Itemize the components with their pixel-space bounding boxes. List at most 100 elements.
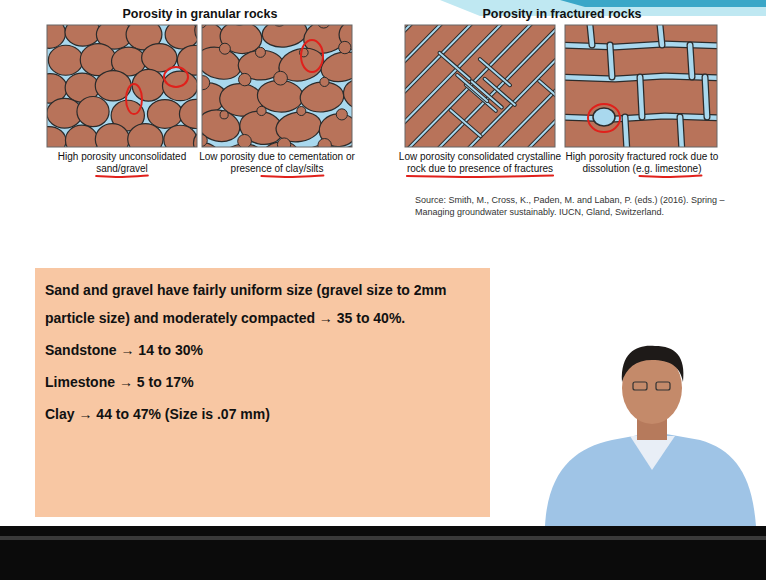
note-box: Sand and gravel have fairly uniform size…	[35, 268, 490, 517]
sand-grain	[65, 25, 101, 46]
rock-panel	[405, 25, 555, 147]
fracture	[465, 25, 555, 147]
panel-frame	[202, 25, 352, 147]
fracture-edge	[485, 79, 515, 105]
fracture-edge	[625, 117, 627, 147]
presenter-glasses	[656, 382, 670, 390]
grain	[257, 137, 302, 147]
header-stripe	[560, 0, 766, 7]
fracture-edge	[451, 110, 481, 136]
presenter-shirt	[545, 432, 756, 526]
fracture	[660, 25, 662, 45]
clay-particle	[336, 109, 347, 120]
panel-heading: Porosity in fractured rocks	[412, 7, 712, 21]
sand-grain	[77, 96, 109, 126]
grain	[202, 106, 243, 145]
fracture	[525, 25, 555, 147]
dissolution-cavity	[593, 108, 615, 126]
pen-circle	[301, 40, 323, 72]
fracture-edge	[660, 25, 662, 45]
pen-circle	[164, 67, 188, 87]
grain	[341, 76, 352, 114]
panel-frame	[47, 25, 197, 147]
fracture	[451, 110, 481, 136]
fracture	[705, 77, 707, 117]
source-note: Source: Smith, M., Cross, K., Paden, M. …	[415, 194, 745, 218]
note-line: Sand and gravel have fairly uniform size…	[45, 276, 480, 332]
sand-grain	[65, 125, 97, 147]
bottom-band	[0, 526, 766, 580]
sand-grain	[95, 124, 129, 147]
pen-underline	[639, 176, 701, 177]
fracture	[539, 81, 555, 107]
figure-caption: High porosity unconsolidated sand/gravel	[37, 151, 207, 175]
fracture-edge	[565, 44, 717, 47]
sand-grain	[147, 100, 182, 129]
grain	[335, 142, 352, 147]
note-line: Sandstone → 14 to 30%	[45, 336, 480, 364]
fracture	[485, 79, 515, 105]
fracture-edge	[480, 59, 510, 85]
note-line: Limestone → 5 to 17%	[45, 368, 480, 396]
panel-frame	[405, 25, 555, 147]
clay-particle	[274, 71, 288, 85]
fracture	[457, 75, 487, 101]
fracture-edge	[539, 81, 555, 107]
fracture	[680, 117, 682, 147]
figure-caption: High porosity fractured rock due to diss…	[556, 151, 728, 175]
sand-grain	[47, 127, 66, 147]
clay-particle	[339, 41, 351, 53]
clay-particle	[202, 135, 207, 147]
fracture-edge	[435, 25, 555, 147]
pen-underline	[261, 176, 323, 177]
clay-particle	[318, 139, 332, 147]
clay-particle	[220, 111, 228, 119]
clay-particle	[277, 138, 290, 147]
fracture	[590, 25, 592, 45]
fracture-edge	[640, 77, 642, 117]
fracture-edge	[610, 45, 612, 77]
presenter-hair	[622, 346, 684, 382]
fracture	[480, 59, 510, 85]
fracture	[435, 25, 555, 147]
clay-particle	[320, 77, 329, 86]
fracture	[565, 44, 717, 47]
fracture	[610, 45, 612, 77]
fracture	[640, 77, 642, 117]
fracture-edge	[590, 25, 592, 45]
presenter-collar	[630, 436, 675, 470]
pen-circle	[126, 84, 142, 114]
clay-particle	[257, 106, 266, 115]
grain	[261, 25, 309, 50]
clay-particle	[219, 43, 230, 54]
clay-particle	[202, 76, 210, 90]
fracture	[625, 117, 627, 147]
bottom-stripe	[0, 536, 766, 540]
clay-particle	[255, 47, 265, 57]
pen-circle	[588, 104, 620, 132]
rock-panel	[565, 25, 717, 147]
clay-particle	[238, 134, 252, 147]
sand-grain	[164, 125, 197, 147]
panel-frame	[565, 25, 717, 147]
pen-underline	[96, 176, 148, 177]
fracture	[440, 53, 470, 79]
clay-particle	[239, 73, 251, 85]
rock-panel	[202, 25, 352, 147]
fracture-edge	[440, 53, 470, 79]
fracture-edge	[705, 77, 707, 117]
fracture-edge	[680, 117, 682, 147]
clay-particle	[297, 107, 306, 116]
note-line: Clay → 44 to 47% (Size is .07 mm)	[45, 400, 480, 428]
pen-underline	[407, 176, 553, 177]
figure-caption: Low porosity due to cementation or prese…	[192, 151, 362, 175]
rock-panel	[47, 25, 197, 147]
presenter-figure	[545, 346, 756, 526]
fracture-edge	[690, 45, 692, 77]
fracture-edge	[465, 25, 555, 147]
fracture-edge	[457, 75, 487, 101]
fracture-edge	[525, 25, 555, 147]
sand-grain	[193, 128, 197, 147]
fracture	[690, 45, 692, 77]
